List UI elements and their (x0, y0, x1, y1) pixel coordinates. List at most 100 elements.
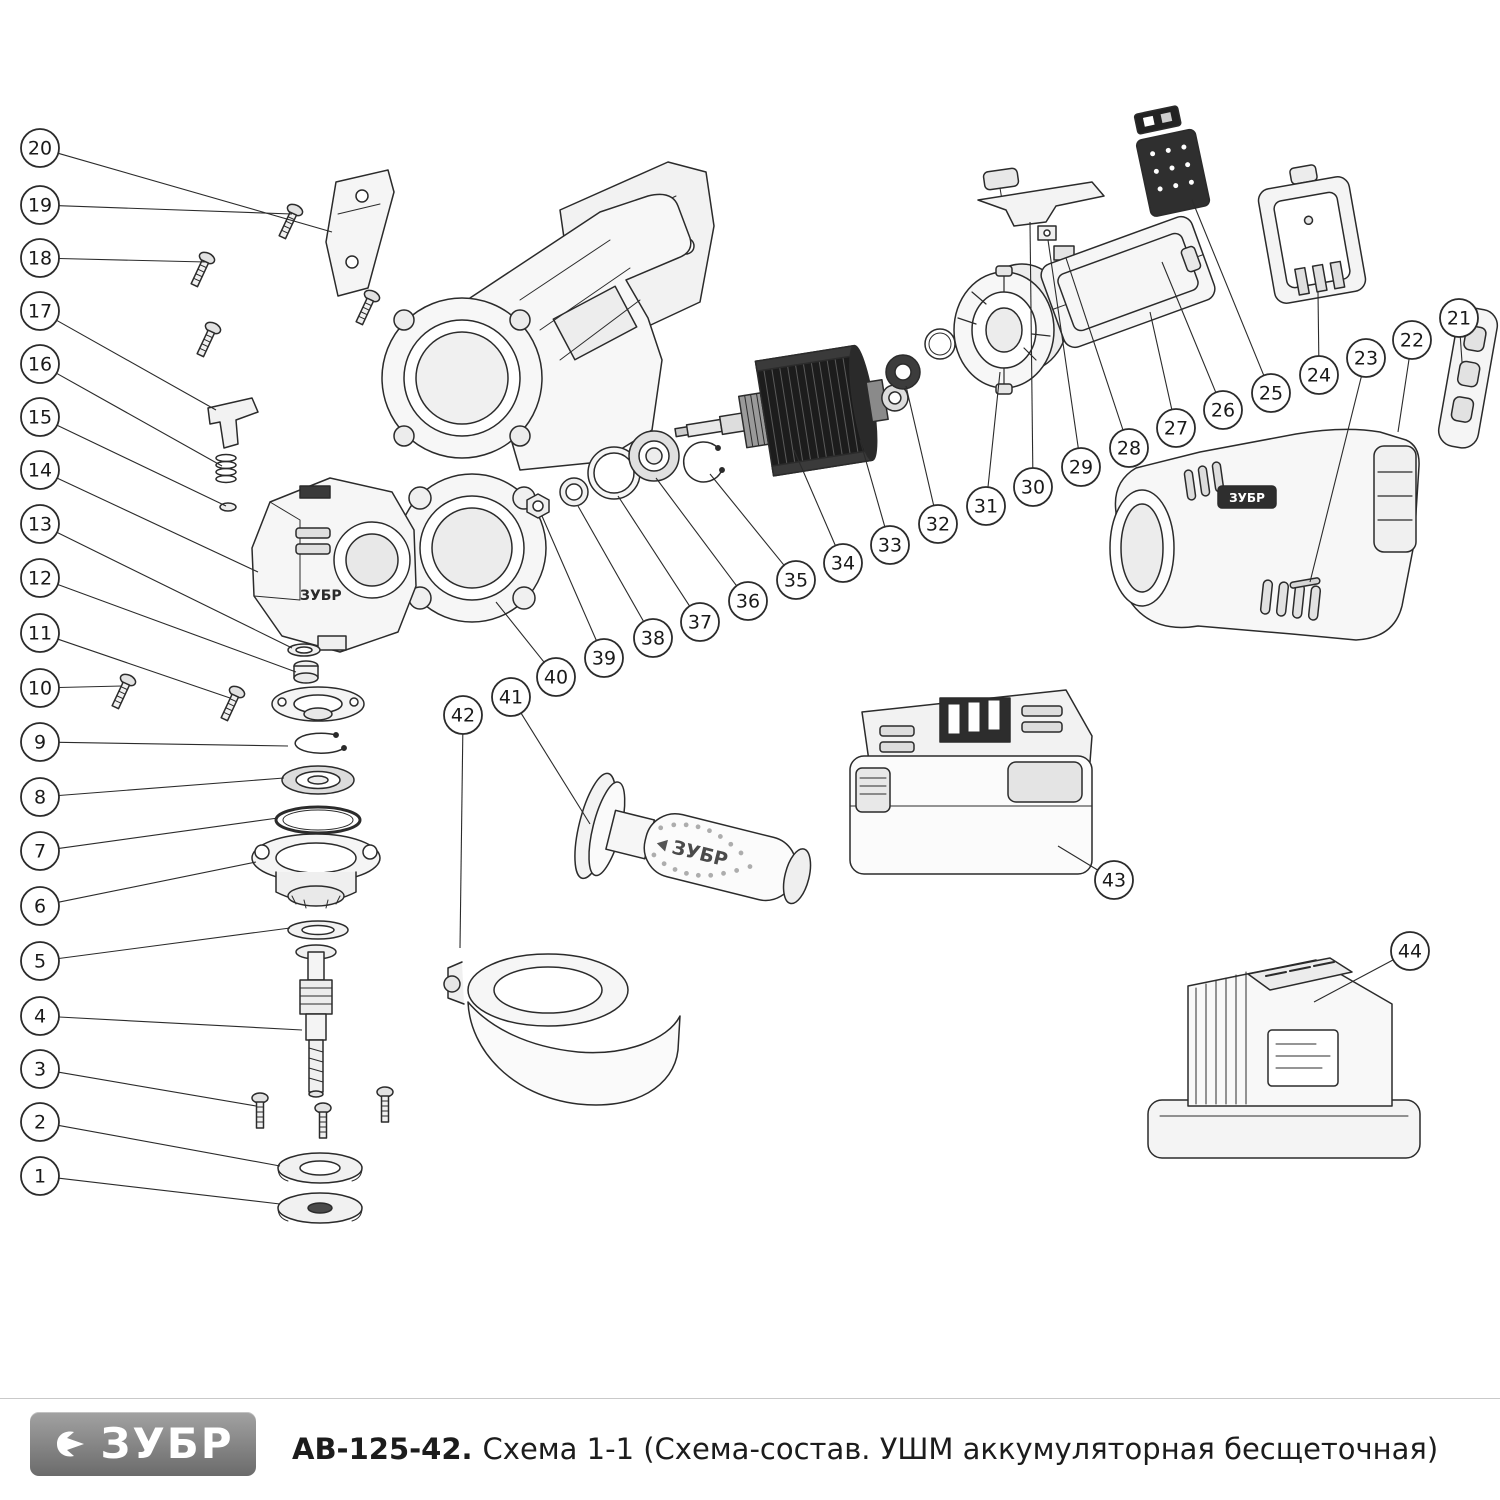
footer-divider (0, 1398, 1500, 1399)
brand-logo-badge: ЗУБР (30, 1412, 256, 1476)
svg-text:36: 36 (736, 591, 760, 613)
motor-housing-front-half (381, 193, 692, 471)
svg-text:1: 1 (34, 1166, 46, 1188)
spacer-38 (559, 477, 589, 507)
svg-text:7: 7 (34, 841, 46, 863)
brand-name: ЗУБР (100, 1419, 234, 1468)
svg-text:29: 29 (1069, 457, 1093, 479)
svg-text:24: 24 (1307, 365, 1331, 387)
spacer-sleeve-12 (293, 660, 319, 684)
callout-28: 28 (1065, 257, 1149, 468)
callout-39: 39 (541, 515, 624, 678)
svg-text:13: 13 (28, 514, 52, 536)
callout-21: 21 (1439, 298, 1479, 363)
callout-27: 27 (1149, 311, 1196, 448)
svg-text:33: 33 (878, 535, 902, 557)
callout-44: 44 (1313, 931, 1430, 1003)
callout-38: 38 (577, 505, 673, 658)
footer: ЗУБР АВ-125-42. Схема 1-1 (Схема-состав.… (0, 1398, 1500, 1500)
svg-text:5: 5 (34, 951, 46, 973)
snap-ring-9 (294, 732, 347, 754)
svg-text:40: 40 (544, 667, 568, 689)
gear-housing-logo: ЗУБР (300, 588, 342, 604)
inner-flange-2 (277, 1152, 363, 1184)
callout-8: 8 (20, 777, 285, 817)
rear-housing-shell: ЗУБР (1109, 428, 1420, 641)
spindle-lock-button (207, 397, 259, 449)
callout-22: 22 (1392, 320, 1432, 433)
callout-26: 26 (1161, 261, 1243, 430)
svg-text:14: 14 (28, 460, 52, 482)
spindle (295, 944, 337, 1098)
callout-7: 7 (20, 817, 279, 871)
svg-text:15: 15 (28, 407, 52, 429)
terminal-frame (1257, 164, 1367, 304)
callout-32: 32 (905, 385, 958, 544)
svg-text:12: 12 (28, 568, 52, 590)
callout-35: 35 (709, 473, 816, 600)
callout-15: 15 (20, 397, 227, 507)
callout-10: 10 (20, 668, 123, 708)
wheel-guard (443, 953, 681, 1106)
side-cover (1437, 307, 1499, 449)
callout-13: 13 (20, 504, 293, 649)
battery-pack (849, 689, 1093, 875)
callout-14: 14 (20, 450, 259, 573)
svg-text:17: 17 (28, 301, 52, 323)
callout-33: 33 (859, 439, 910, 565)
spindle-flange-disc (271, 686, 365, 722)
svg-text:10: 10 (28, 678, 52, 700)
callout-6: 6 (20, 861, 257, 926)
lock-spring (215, 453, 237, 484)
svg-text:23: 23 (1354, 348, 1378, 370)
callout-16: 16 (20, 344, 223, 467)
svg-text:25: 25 (1259, 383, 1283, 405)
svg-text:39: 39 (592, 648, 616, 670)
callout-41: 41 (491, 677, 591, 825)
housing-pin-23 (1289, 577, 1321, 589)
snap-ring-35 (682, 441, 725, 483)
svg-text:27: 27 (1164, 418, 1188, 440)
callout-11: 11 (20, 613, 231, 699)
callout-23: 23 (1309, 338, 1386, 583)
callout-25: 25 (1191, 199, 1291, 413)
battery-cover-panel (1040, 215, 1216, 349)
callout-12: 12 (20, 558, 297, 673)
svg-text:4: 4 (34, 1006, 46, 1028)
callout-9: 9 (20, 722, 289, 762)
svg-text:34: 34 (831, 553, 855, 575)
svg-text:19: 19 (28, 195, 52, 217)
ball-bearing-36 (628, 430, 680, 482)
rear-housing-logo: ЗУБР (1229, 491, 1265, 505)
side-handle: ЗУБР (574, 772, 812, 905)
callout-43: 43 (1057, 845, 1134, 900)
svg-text:16: 16 (28, 354, 52, 376)
callout-36: 36 (655, 477, 768, 621)
callout-42: 42 (443, 695, 483, 949)
svg-text:32: 32 (926, 514, 950, 536)
svg-text:21: 21 (1447, 308, 1471, 330)
washer-32 (885, 354, 921, 390)
electronics-module (1133, 105, 1211, 217)
svg-text:18: 18 (28, 248, 52, 270)
callout-19: 19 (20, 185, 293, 225)
callout-balloons: 1234567891011121314151617181920212223242… (20, 128, 1479, 1205)
svg-text:44: 44 (1398, 941, 1422, 963)
svg-text:26: 26 (1211, 400, 1235, 422)
svg-text:42: 42 (451, 705, 475, 727)
callout-29: 29 (1047, 239, 1101, 487)
o-ring-small (924, 328, 956, 360)
rotor-assembly (674, 344, 909, 477)
callout-24: 24 (1299, 291, 1339, 395)
callout-2: 2 (20, 1102, 281, 1167)
callout-18: 18 (20, 238, 207, 278)
thrust-washer-13 (287, 643, 321, 657)
callout-20: 20 (20, 128, 333, 233)
diagram-title: АВ-125-42. Схема 1-1 (Схема-состав. УШМ … (292, 1398, 1438, 1500)
charger (1147, 957, 1421, 1159)
svg-text:11: 11 (28, 623, 52, 645)
o-ring-7 (274, 805, 362, 835)
svg-text:2: 2 (34, 1112, 46, 1134)
